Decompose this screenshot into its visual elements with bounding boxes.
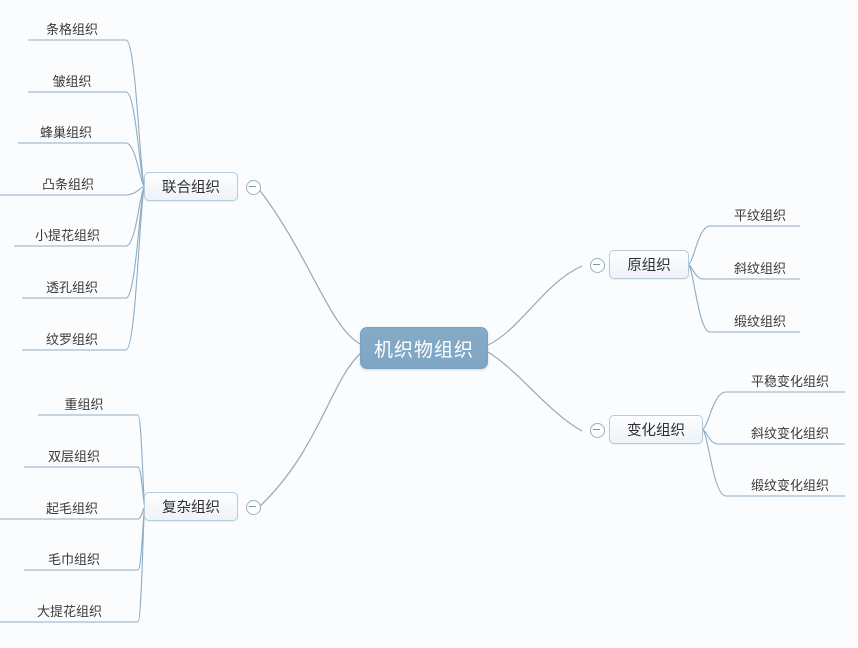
leaf-node[interactable]: 小提花组织	[10, 216, 125, 246]
branch-node-lianhe[interactable]: 联合组织	[144, 172, 238, 201]
leaf-node[interactable]: 缎纹组织	[718, 302, 802, 332]
leaf-node-label: 起毛组织	[45, 502, 98, 517]
leaf-node[interactable]: 凸条组织	[14, 165, 122, 195]
branch-node-fuza[interactable]: 复杂组织	[144, 492, 238, 521]
leaf-node[interactable]: 双层组织	[20, 437, 128, 467]
leaf-node[interactable]: 起毛组织	[18, 489, 126, 519]
leaf-node-label: 缎纹组织	[733, 315, 786, 330]
collapse-minus-icon[interactable]	[590, 423, 605, 438]
leaf-node[interactable]: 大提花组织	[12, 592, 127, 622]
leaf-node[interactable]: 条格组织	[18, 10, 126, 40]
leaf-node-label: 纹罗组织	[45, 333, 98, 348]
leaf-node-label: 条格组织	[45, 23, 98, 38]
leaf-node-label: 皱组织	[52, 75, 92, 90]
leaf-node[interactable]: 平稳变化组织	[735, 362, 845, 392]
leaf-node[interactable]: 纹罗组织	[18, 320, 126, 350]
collapse-minus-icon[interactable]	[246, 180, 261, 195]
leaf-node-label: 双层组织	[47, 450, 100, 465]
leaf-node-label: 小提花组织	[34, 229, 100, 244]
leaf-node-label: 蜂巢组织	[39, 126, 92, 141]
leaf-node[interactable]: 皱组织	[18, 62, 126, 92]
branch-node-label: 变化组织	[627, 423, 685, 439]
leaf-node[interactable]: 毛巾组织	[20, 540, 128, 570]
leaf-node[interactable]: 斜纹组织	[718, 249, 802, 279]
root-node-label: 机织物组织	[373, 338, 474, 361]
branch-node-bianhua[interactable]: 变化组织	[609, 415, 703, 444]
collapse-minus-icon[interactable]	[590, 258, 605, 273]
collapse-minus-icon[interactable]	[246, 500, 261, 515]
leaf-node-label: 斜纹组织	[733, 262, 786, 277]
leaf-node[interactable]: 斜纹变化组织	[735, 414, 845, 444]
leaf-node-label: 斜纹变化组织	[750, 427, 829, 442]
leaf-node-label: 缎纹变化组织	[750, 479, 829, 494]
leaf-node[interactable]: 平纹组织	[718, 196, 802, 226]
branch-node-label: 复杂组织	[162, 500, 220, 516]
leaf-node-label: 透孔组织	[45, 281, 98, 296]
leaf-node-label: 毛巾组织	[47, 553, 100, 568]
leaf-node[interactable]: 透孔组织	[18, 268, 126, 298]
leaf-node-label: 平稳变化组织	[750, 375, 829, 390]
leaf-node[interactable]: 缎纹变化组织	[735, 466, 845, 496]
leaf-node[interactable]: 蜂巢组织	[12, 113, 120, 143]
branch-node-label: 联合组织	[162, 180, 220, 196]
leaf-node-label: 平纹组织	[733, 209, 786, 224]
leaf-node-label: 凸条组织	[41, 178, 94, 193]
leaf-node-label: 重组织	[64, 398, 104, 413]
root-node[interactable]: 机织物组织	[360, 327, 488, 369]
leaf-node[interactable]: 重组织	[30, 385, 138, 415]
branch-node-label: 原组织	[627, 258, 671, 274]
leaf-node-label: 大提花组织	[36, 605, 102, 620]
branch-node-yuan[interactable]: 原组织	[609, 250, 689, 279]
